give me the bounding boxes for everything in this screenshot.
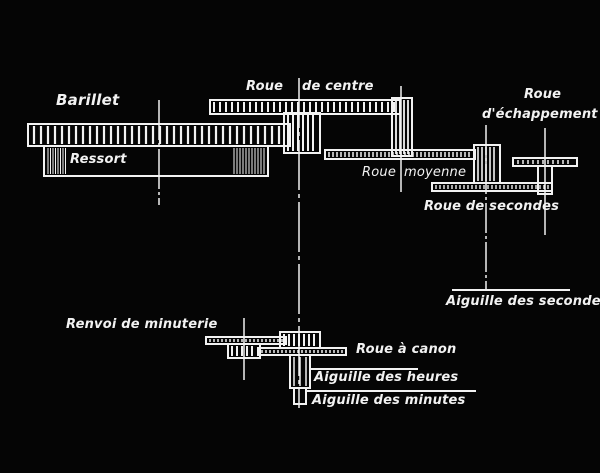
label-barillet: Barillet — [56, 91, 120, 109]
label-roue-moyenne-1: Roue — [362, 165, 397, 180]
centre-pinion — [283, 112, 321, 154]
ressort-spring-lines — [47, 148, 265, 174]
minute-arbor — [293, 387, 307, 405]
label-ressort: Ressort — [70, 152, 127, 167]
label-roue-centre-1: Roue — [246, 79, 284, 94]
roue-a-canon-teeth — [261, 350, 343, 353]
label-aiguille-heures: Aiguille des heures — [314, 370, 459, 385]
label-aiguille-minutes: Aiguille des minutes — [312, 393, 466, 408]
renvoi-teeth — [209, 339, 283, 342]
roue-de-secondes-teeth — [435, 185, 549, 189]
label-renvoi-minuterie: Renvoi de minuterie — [66, 317, 218, 332]
label-roue-centre-2: de centre — [302, 79, 374, 94]
renvoi-pinion-lines — [231, 346, 253, 356]
label-aiguille-secondes: Aiguille des secondes — [446, 294, 600, 309]
roue-echappement-teeth — [517, 160, 569, 164]
canon-tube-lines — [293, 357, 307, 386]
label-roue-a-canon: Roue à canon — [356, 342, 457, 357]
centre-pinion-lines — [287, 115, 314, 151]
label-roue-echappement-1: Roue — [524, 87, 562, 102]
barillet-teeth — [32, 126, 281, 144]
label-roue-moyenne-2: moyenne — [404, 165, 467, 180]
ressort-drum — [43, 145, 269, 177]
minute-pinion-lines — [283, 334, 315, 346]
roue-moyenne-teeth — [328, 152, 470, 157]
label-roue-de-secondes: Roue de secondes — [424, 199, 560, 214]
roue-de-centre-teeth — [213, 102, 395, 112]
moyenne-pinion-lines — [395, 100, 409, 154]
moyenne-pinion — [391, 97, 413, 157]
label-roue-echappement-2: d'échappement — [482, 107, 598, 122]
